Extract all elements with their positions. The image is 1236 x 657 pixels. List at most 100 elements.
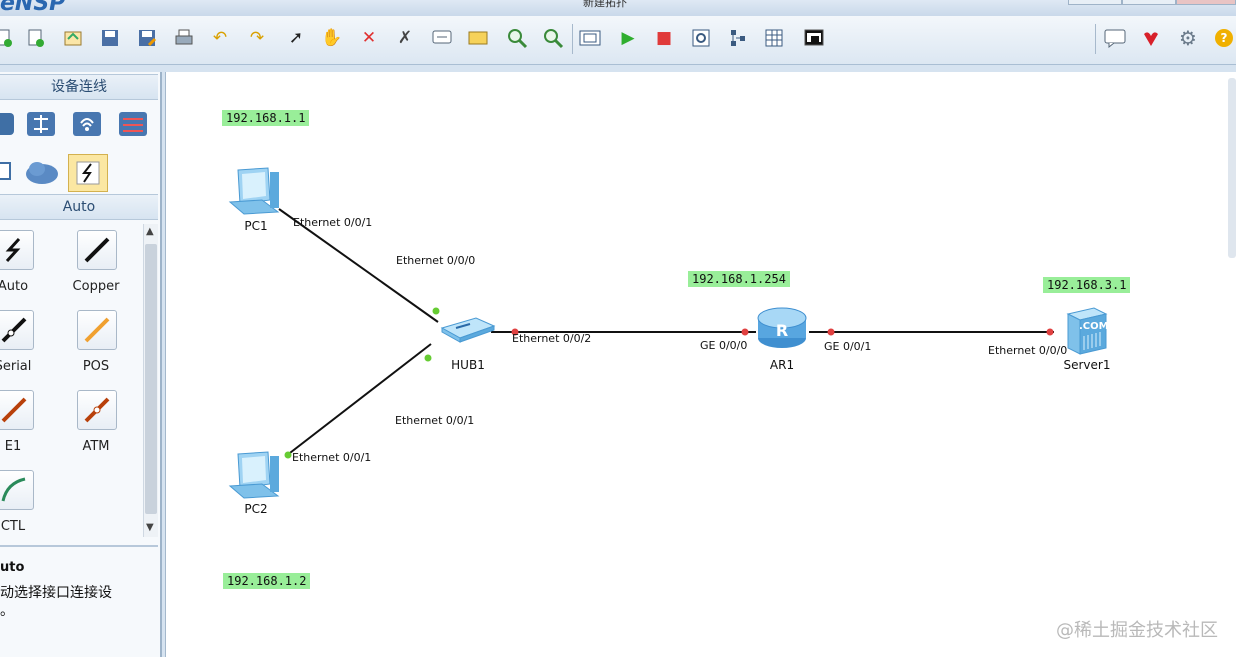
firewall-category-icon[interactable] — [116, 108, 150, 140]
server-com-badge: .COM — [1079, 321, 1109, 332]
cable-auto-icon[interactable] — [0, 230, 34, 270]
router-category-icon[interactable] — [0, 108, 18, 140]
close-button[interactable] — [1176, 0, 1236, 5]
device-label-pc1[interactable]: PC1 — [244, 219, 268, 233]
canvas-scrollbar[interactable] — [1228, 78, 1236, 258]
scroll-down-icon[interactable]: ▼ — [146, 522, 154, 533]
port-status-dot — [741, 328, 749, 336]
cable-copper-icon[interactable] — [77, 230, 117, 270]
chat-icon[interactable] — [1103, 26, 1127, 50]
console-icon[interactable] — [802, 26, 826, 50]
rectangle-icon[interactable] — [466, 26, 490, 50]
fit-view-icon[interactable] — [578, 26, 602, 50]
cable-list-scrollbar[interactable]: ▲ ▼ — [143, 224, 158, 537]
new-topology-icon[interactable] — [0, 26, 16, 50]
pc-category-icon[interactable] — [0, 156, 18, 188]
description-line-1: 动选择接口连接设 — [0, 585, 112, 601]
description-line-2: 。 — [0, 603, 14, 619]
minimize-button[interactable] — [1068, 0, 1122, 5]
left-panel: 设备连线 Auto Auto Copper Serial POS E1 ATM … — [0, 72, 162, 657]
scroll-thumb[interactable] — [145, 244, 157, 514]
settings-icon[interactable]: ⚙ — [1179, 26, 1197, 50]
select-cursor-icon[interactable]: ➚ — [288, 28, 304, 48]
save-as-icon[interactable] — [135, 26, 159, 50]
hand-pan-icon[interactable]: ✋ — [321, 28, 343, 48]
zoom-in-icon[interactable] — [505, 26, 529, 50]
cable-pos-icon[interactable] — [77, 310, 117, 350]
wireless-category-icon[interactable] — [70, 108, 104, 140]
redo-icon[interactable]: ↷ — [249, 28, 265, 48]
ip-label-server1[interactable]: 192.168.3.1 — [1043, 277, 1131, 293]
port-label-server: Ethernet 0/0/0 — [988, 344, 1068, 357]
ip-label-pc1[interactable]: 192.168.1.1 — [222, 110, 310, 126]
scroll-up-icon[interactable]: ▲ — [146, 226, 154, 237]
delete-icon[interactable]: ✕ — [361, 28, 377, 48]
cable-copper-label: Copper — [72, 279, 120, 294]
title-bar: eNSP 新建拓扑 — [0, 0, 1236, 16]
cable-e1-icon[interactable] — [0, 390, 34, 430]
cable-atm-icon[interactable] — [77, 390, 117, 430]
port-status-dot — [827, 328, 835, 336]
port-status-dot — [432, 307, 440, 315]
cable-atm-label: ATM — [82, 439, 110, 454]
device-label-server1[interactable]: Server1 — [1063, 358, 1111, 372]
topology-icon[interactable] — [726, 26, 750, 50]
save-icon[interactable] — [98, 26, 122, 50]
device-label-ar1[interactable]: AR1 — [769, 358, 795, 372]
ip-label-pc2[interactable]: 192.168.1.2 — [223, 573, 311, 589]
cable-pos-label: POS — [82, 359, 110, 374]
undo-icon[interactable]: ↶ — [212, 28, 228, 48]
app-logo: eNSP — [0, 0, 66, 16]
link-layer — [278, 208, 1054, 459]
help-icon[interactable]: ? — [1212, 26, 1236, 50]
ip-label-ar1[interactable]: 192.168.1.254 — [688, 271, 790, 287]
print-icon[interactable] — [172, 26, 196, 50]
ar1-router-icon[interactable]: R — [755, 306, 809, 354]
start-device-icon[interactable]: ▶ — [621, 28, 635, 48]
capture-icon[interactable] — [689, 26, 713, 50]
topology-canvas[interactable]: 192.168.1.1 192.168.1.2 192.168.1.254 19… — [165, 72, 1236, 657]
device-label-pc2[interactable]: PC2 — [244, 502, 268, 516]
port-label-hub-right: Ethernet 0/0/2 — [512, 332, 592, 345]
hub1-device-icon[interactable] — [440, 316, 496, 348]
link-pc1-hub[interactable] — [278, 208, 439, 323]
home-icon[interactable] — [61, 26, 85, 50]
zoom-out-icon[interactable] — [541, 26, 565, 50]
device-label-hub1[interactable]: HUB1 — [451, 358, 485, 372]
toolbar-separator — [1095, 24, 1096, 54]
huawei-logo-icon[interactable] — [1139, 26, 1163, 50]
switch-category-icon[interactable] — [24, 108, 58, 140]
port-label-ar1-left: GE 0/0/0 — [700, 339, 748, 352]
port-label-hub-bottom: Ethernet 0/0/1 — [395, 414, 475, 427]
text-note-icon[interactable] — [430, 26, 454, 50]
port-status-dot — [1046, 328, 1054, 336]
cable-ctl-icon[interactable] — [0, 470, 34, 510]
description-title: uto — [0, 560, 25, 575]
stop-device-icon[interactable]: ■ — [655, 28, 673, 48]
delete-link-icon[interactable]: ✗ — [397, 28, 413, 48]
maximize-button[interactable] — [1122, 0, 1176, 5]
port-status-dot — [424, 354, 432, 362]
svg-text:?: ? — [1221, 31, 1228, 45]
cable-header: Auto — [0, 194, 158, 220]
port-label-pc1: Ethernet 0/0/1 — [293, 216, 373, 229]
cloud-category-icon[interactable] — [24, 156, 58, 188]
pc1-device-icon[interactable] — [228, 166, 282, 222]
port-status-dot — [284, 451, 292, 459]
port-label-hub-top: Ethernet 0/0/0 — [396, 254, 476, 267]
server1-device-icon[interactable]: .COM — [1064, 306, 1110, 360]
cable-serial-label: Serial — [0, 359, 32, 374]
svg-text:R: R — [776, 321, 788, 340]
grid-icon[interactable] — [762, 26, 786, 50]
main-toolbar: ↶ ↷ ➚ ✋ ✕ ✗ ▶ ■ ⚙ ? — [0, 16, 1236, 65]
device-header: 设备连线 — [0, 74, 158, 100]
panel-divider — [0, 545, 158, 547]
cable-ctl-label: CTL — [0, 519, 26, 534]
connection-category-icon[interactable] — [68, 154, 108, 192]
link-pc2-hub[interactable] — [285, 343, 432, 457]
window-title: 新建拓扑 — [583, 0, 627, 9]
open-icon[interactable] — [24, 26, 48, 50]
toolbar-separator — [572, 24, 573, 54]
pc2-device-icon[interactable] — [228, 450, 282, 506]
cable-serial-icon[interactable] — [0, 310, 34, 350]
